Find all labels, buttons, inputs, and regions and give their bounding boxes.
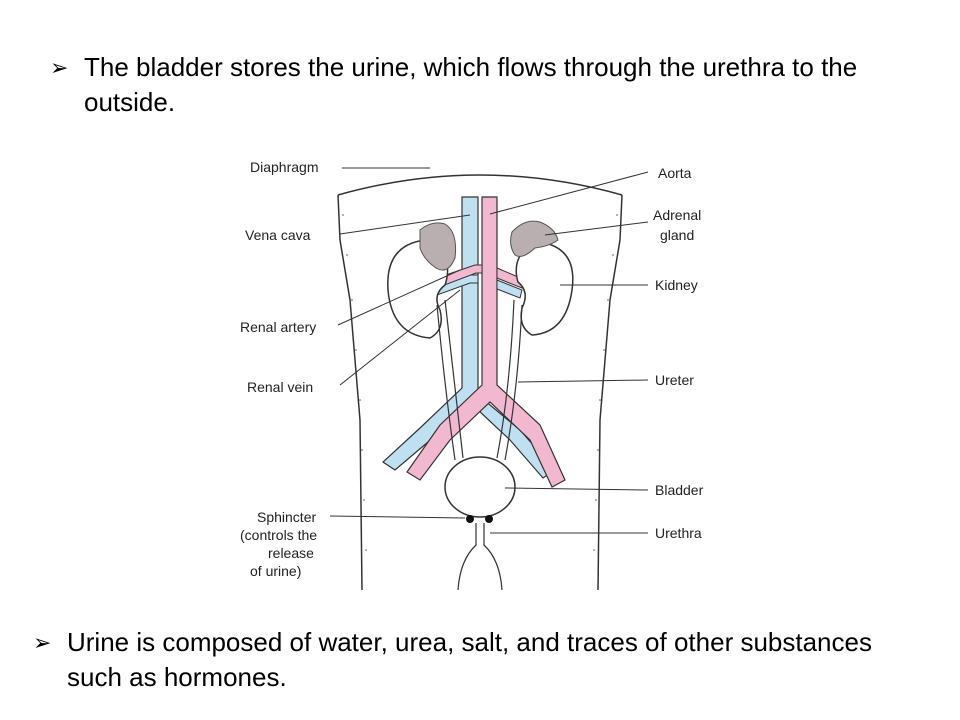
stipple-dot [599,399,601,401]
ureter-left-inner [444,299,464,459]
label-ureter: Ureter [655,372,694,388]
label-vena-cava: Vena cava [245,227,311,243]
arrow-bullet-icon: ➢ [33,630,52,655]
stipple-dot [346,254,348,256]
sphincter-right [485,515,493,523]
label-kidney: Kidney [655,277,698,293]
stipple-dot [616,214,618,216]
stipple-dot [595,499,597,501]
bullet-bladder: ➢ The bladder stores the urine, which fl… [50,50,910,120]
label-sphincter-3: release [268,545,314,561]
ureter-right-outer [504,304,523,461]
stipple-dot [603,349,605,351]
label-sphincter-2: (controls the [240,527,317,543]
leader-line [504,487,649,491]
bullet-urine-composition: ➢ Urine is composed of water, urea, salt… [33,625,933,695]
label-sphincter-4: of urine) [250,563,301,579]
stipple-dot [593,549,595,551]
adrenal-gland-right [510,220,559,257]
vena-cava [382,196,479,471]
torso-left-outline [337,194,363,591]
bladder [444,456,516,518]
stipple-dot [607,299,609,301]
leader-line [489,171,649,215]
urethra [457,523,503,591]
aorta [406,196,566,488]
renal-vein-right [496,279,523,299]
diaphragm-outline [337,174,623,196]
leader-line [544,221,649,236]
stipple-dot [359,399,361,401]
renal-artery-right [496,267,526,289]
urinary-system-diagram: Diaphragm Vena cava Renal artery Renal v… [240,159,704,591]
sphincter-left [466,515,474,523]
adrenal-gland-left [419,222,456,271]
stipple-dot [612,254,614,256]
leader-line [517,379,649,383]
stipple-dot [342,214,344,216]
label-renal-artery: Renal artery [240,319,316,335]
leader-line [339,289,461,386]
label-aorta: Aorta [658,165,692,181]
stipple-dot [365,549,367,551]
stipple-dot [363,499,365,501]
label-adrenal-1: Adrenal [653,207,701,223]
label-urethra: Urethra [655,525,702,541]
leader-line [339,214,471,235]
stipple-dot [597,449,599,451]
label-bladder: Bladder [655,482,704,498]
stipple-dot [355,349,357,351]
bullet-text: Urine is composed of water, urea, salt, … [67,627,872,692]
ureter-left-outer [436,304,456,461]
kidney-right [515,241,574,336]
label-renal-vein: Renal vein [247,379,313,395]
stipple-dot [351,299,353,301]
label-adrenal-2: gland [660,227,694,243]
torso-right-outline [597,194,623,591]
label-diaphragm: Diaphragm [250,159,318,175]
torso-stipple [342,214,618,551]
leader-line [329,515,466,519]
arrow-bullet-icon: ➢ [50,55,69,80]
label-sphincter-1: Sphincter [257,509,316,525]
stipple-dot [361,449,363,451]
bullet-text: The bladder stores the urine, which flow… [84,52,858,117]
leader-line [337,269,461,326]
ureter-right-inner [496,299,515,459]
